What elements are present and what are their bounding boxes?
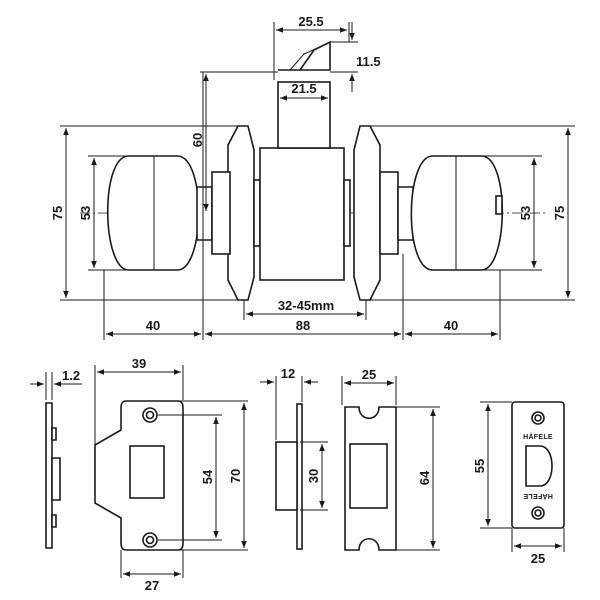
dim-latch-bolt: 21.5	[291, 81, 316, 96]
brand-label-top: HÄFELE	[523, 433, 553, 441]
dim-latch-offset: 60	[190, 133, 205, 147]
chassis-right-cap	[343, 179, 351, 247]
right-knob-button	[495, 195, 503, 215]
dim-knob-right: 53	[518, 206, 533, 220]
strike-opening	[129, 445, 165, 499]
dim-latch-front-width: 25	[531, 551, 545, 566]
dim-knob-projection-right: 40	[444, 318, 458, 333]
left-knob	[107, 155, 200, 271]
faceplate-opening	[349, 443, 388, 509]
latch-front: HÄFELE HÄFELE 55 25	[472, 401, 565, 566]
lock-chassis	[259, 147, 345, 281]
dim-door-thickness: 32-45mm	[278, 298, 334, 313]
right-rose	[353, 125, 381, 301]
right-knob	[410, 155, 503, 271]
dim-knob-projection-left: 40	[146, 318, 160, 333]
latch-screw-top-inner	[534, 414, 542, 422]
dim-overall-width: 88	[296, 318, 310, 333]
dim-knob-left: 53	[78, 206, 93, 220]
dim-faceplate-width: 25	[362, 367, 376, 382]
strike-plate-front: 39 27 54 70	[94, 356, 248, 593]
dim-strike-width-top: 39	[132, 356, 146, 371]
strike-side-body	[45, 402, 53, 549]
latch-bolt	[277, 81, 331, 149]
chassis-left-cap	[253, 179, 261, 247]
lockset-assembly: 75 53 60 53 75 25.5 11.5 21.5 32-45mm 40…	[50, 14, 575, 340]
strike-box-body	[275, 441, 298, 511]
screw-hole-bottom-inner	[145, 535, 155, 545]
dim-strike-width-bottom: 27	[145, 578, 159, 593]
left-rose	[227, 125, 255, 301]
brand-label-bottom: HÄFELE	[523, 492, 553, 500]
latch-front-bolt	[525, 445, 553, 487]
dim-hole-spacing: 54	[200, 469, 215, 484]
strike-plate-side: 1.2	[30, 368, 82, 549]
dim-latch-depth: 11.5	[356, 54, 381, 69]
dim-height-right: 75	[552, 206, 567, 220]
strike-box-side: 12 30	[260, 366, 328, 550]
dim-faceplate-height: 64	[417, 470, 432, 485]
latch-bolt-head	[278, 40, 331, 71]
left-knob-neck	[196, 186, 213, 241]
dim-height-left: 75	[50, 206, 65, 220]
latch-faceplate: 25 64	[341, 367, 440, 551]
dim-strike-box-height: 30	[306, 469, 321, 483]
dim-strike-thickness: 1.2	[62, 368, 80, 383]
dim-strike-box-depth: 12	[281, 366, 295, 381]
screw-hole-top-inner	[145, 410, 155, 420]
latch-screw-bottom-inner	[534, 509, 542, 517]
dim-latch-front-height: 55	[472, 459, 487, 473]
left-rose-collar	[211, 171, 231, 255]
right-rose-collar	[379, 171, 399, 255]
strike-side-lip	[51, 427, 61, 528]
dim-latch-width: 25.5	[298, 14, 323, 29]
dim-strike-height: 70	[228, 469, 243, 483]
latch-bevel	[289, 45, 323, 71]
